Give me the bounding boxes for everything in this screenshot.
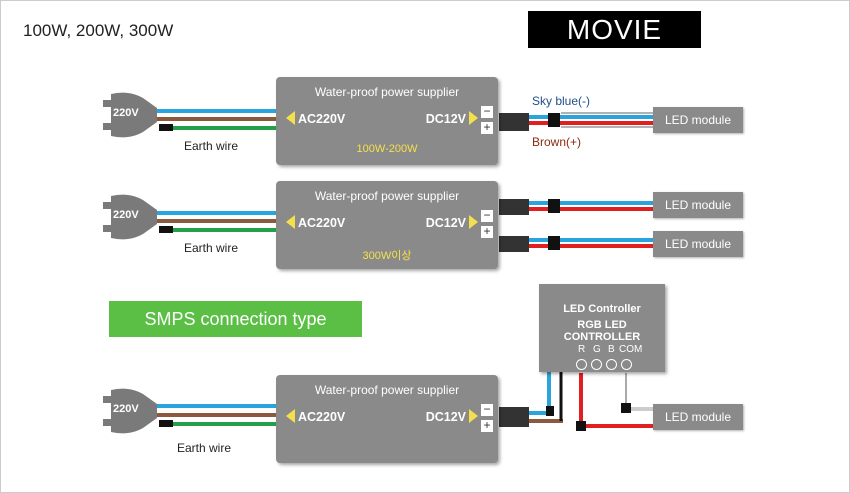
earth-wire-label: Earth wire [177,441,232,455]
controller-subtitle: RGB LED CONTROLLER [563,319,641,343]
earth-wire-label: Earth wire [184,241,239,255]
plug-icon [103,388,157,434]
plug-label: 220V [113,209,139,221]
rating-label: 300W이상 [362,250,412,262]
terminal-com-icon [621,359,632,370]
dc-label: DC12V [425,112,466,126]
plug-label: 220V [113,403,139,415]
terminal-b-label: B [608,344,615,355]
minus-terminal: − [481,209,493,222]
dc-label: DC12V [425,216,466,230]
dc-label: DC12V [425,410,466,424]
ac-label: AC220V [298,216,346,230]
ac-label: AC220V [298,112,346,126]
rating-label: 100W-200W [356,143,418,155]
plus-terminal: + [481,419,493,432]
arrow-left-icon [286,215,295,229]
movie-button[interactable]: MOVIE [528,11,701,48]
plus-terminal: + [481,225,493,238]
arrow-right-icon [469,215,478,229]
plug-icon [103,194,157,240]
smps-connection-label: SMPS connection type [109,301,362,337]
terminal-r-icon [576,359,587,370]
terminal-b-icon [606,359,617,370]
ac-label: AC220V [298,410,346,424]
terminal-g-label: G [593,344,601,355]
arrow-left-icon [286,111,295,125]
sky-blue-label: Sky blue(-) [532,94,591,108]
led-controller: LED Controller RGB LED CONTROLLER R G B … [539,284,665,372]
controller-title: LED Controller [563,303,641,315]
arrow-right-icon [469,111,478,125]
terminal-com-label: COM [619,344,643,355]
wires-row-1 [156,109,656,131]
arrow-right-icon [469,409,478,423]
arrow-left-icon [286,409,295,423]
plug-label: 220V [113,107,139,119]
supply-title: Water-proof power supplier [314,189,460,203]
led-module: LED module [653,404,743,430]
wires-row-2 [156,199,656,252]
supply-title: Water-proof power supplier [314,85,460,99]
led-module: LED module [653,192,743,218]
led-module: LED module [653,107,743,133]
led-module: LED module [653,231,743,257]
brown-label: Brown(+) [532,135,582,149]
power-supply-300w: Water-proof power supplier AC220V DC12V … [276,181,498,269]
plug-icon [103,92,157,138]
terminal-g-icon [591,359,602,370]
supply-title: Water-proof power supplier [314,383,460,397]
power-supply-100w-200w: Water-proof power supplier AC220V DC12V … [276,77,498,165]
power-supply-controller: Water-proof power supplier AC220V DC12V … [276,375,498,463]
earth-wire-label: Earth wire [184,139,239,153]
page-heading: 100W, 200W, 300W [23,21,174,40]
wires-row-3 [156,371,656,431]
terminal-r-label: R [578,344,586,355]
minus-terminal: − [481,105,493,118]
plus-terminal: + [481,121,493,134]
minus-terminal: − [481,403,493,416]
